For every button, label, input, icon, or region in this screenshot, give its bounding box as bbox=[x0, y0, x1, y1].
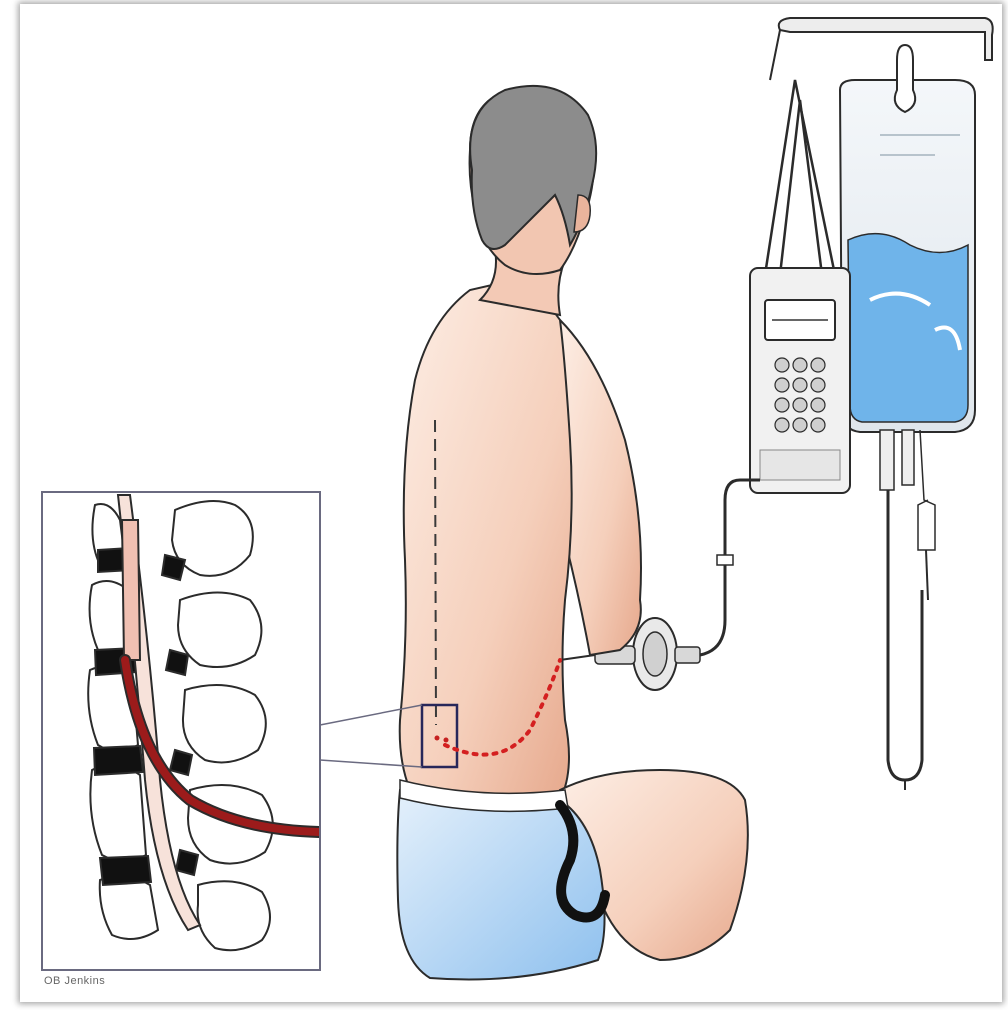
infusion-pump-icon bbox=[750, 268, 850, 493]
infusion-line bbox=[670, 480, 760, 655]
pump-strap bbox=[765, 80, 835, 275]
patient-figure bbox=[397, 86, 748, 980]
spine-inset-icon bbox=[42, 492, 320, 970]
illustration-credit: OB Jenkins bbox=[44, 975, 105, 987]
iv-fluid-bag-icon bbox=[840, 45, 975, 600]
iv-pole bbox=[770, 18, 993, 80]
iv-tubing bbox=[888, 490, 922, 780]
